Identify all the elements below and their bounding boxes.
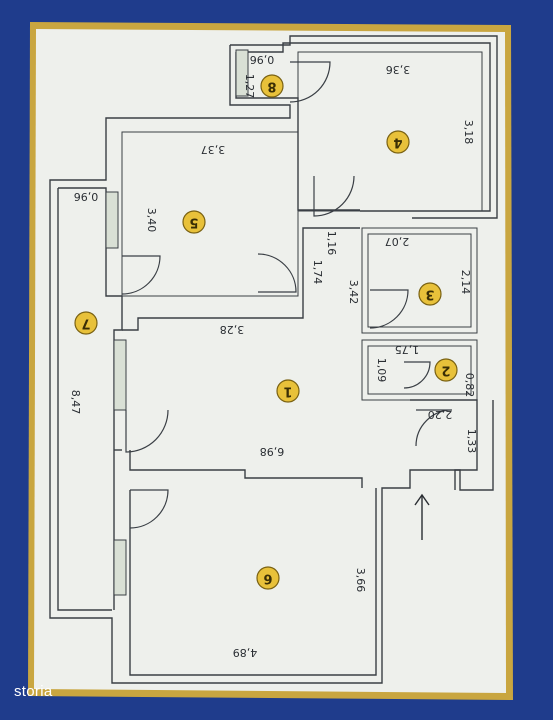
- door: [369, 289, 409, 329]
- dim-hall-long: 3,42: [347, 280, 360, 305]
- windows: [105, 49, 249, 596]
- dim-r5-height: 3,40: [145, 208, 158, 233]
- dim-r2-width: 1,75: [395, 343, 420, 356]
- dim-hall-small: 1,16: [325, 231, 338, 256]
- dim-r6-height: 3,66: [354, 568, 367, 593]
- room-badge-2: 2: [434, 358, 458, 382]
- room-badge-6: 6: [256, 566, 280, 590]
- room-badge-7: 7: [74, 311, 98, 335]
- dim-r2-left: 1,09: [375, 358, 388, 383]
- door: [129, 489, 169, 529]
- room-number: 4: [393, 135, 402, 150]
- window: [235, 49, 249, 97]
- dim-r6-width: 4,89: [233, 646, 258, 659]
- dim-r4-height: 3,18: [462, 120, 475, 145]
- room-number: 2: [441, 363, 450, 378]
- room-number: 7: [81, 316, 90, 331]
- dim-entry-width: 2,20: [428, 408, 453, 421]
- room-number: 5: [189, 215, 198, 230]
- dimension-labels: 0,96 1,27 3,36 3,18 3,37 3,40 0,96 8,47 …: [69, 53, 478, 659]
- room-badge-1: 1: [276, 379, 300, 403]
- storia-watermark: storia: [14, 683, 53, 700]
- doors: [121, 61, 453, 529]
- dim-hall-narrow: 1,74: [311, 260, 324, 285]
- room-number: 6: [263, 571, 272, 586]
- door: [403, 361, 431, 389]
- door: [313, 175, 355, 217]
- door: [121, 255, 161, 295]
- dim-r3-width: 2,07: [385, 235, 410, 248]
- dim-r4-width: 3,36: [386, 63, 411, 76]
- dim-r7-length: 8,47: [69, 390, 82, 415]
- entry-arrow: [414, 493, 430, 540]
- dim-r1-width: 6,98: [260, 445, 285, 458]
- door: [289, 61, 331, 103]
- paper-sheet: [34, 29, 506, 693]
- dim-r5-width: 3,37: [201, 143, 226, 156]
- room-badge-8: 8: [260, 74, 284, 98]
- window: [105, 191, 119, 249]
- dim-r2-right: 0,82: [463, 373, 476, 398]
- dim-r3-height: 2,14: [459, 270, 472, 295]
- dim-entry-depth: 1,33: [465, 429, 478, 454]
- door: [125, 409, 169, 453]
- window: [113, 539, 127, 596]
- dim-r8-width: 0,96: [250, 53, 275, 66]
- room-number: 8: [267, 79, 276, 94]
- dim-r7-width: 0,96: [74, 190, 99, 203]
- room-badge-5: 5: [182, 210, 206, 234]
- window: [113, 339, 127, 411]
- room-number: 3: [425, 287, 434, 302]
- room-badge-4: 4: [386, 130, 410, 154]
- door: [257, 253, 297, 293]
- dim-r1-top: 3,28: [220, 323, 245, 336]
- dim-r8-height: 1,27: [243, 74, 256, 99]
- room-badges: 8 4 5 3 7 2 1 6: [74, 74, 458, 590]
- room-number: 1: [283, 384, 292, 399]
- room-badge-3: 3: [418, 282, 442, 306]
- door: [415, 409, 453, 447]
